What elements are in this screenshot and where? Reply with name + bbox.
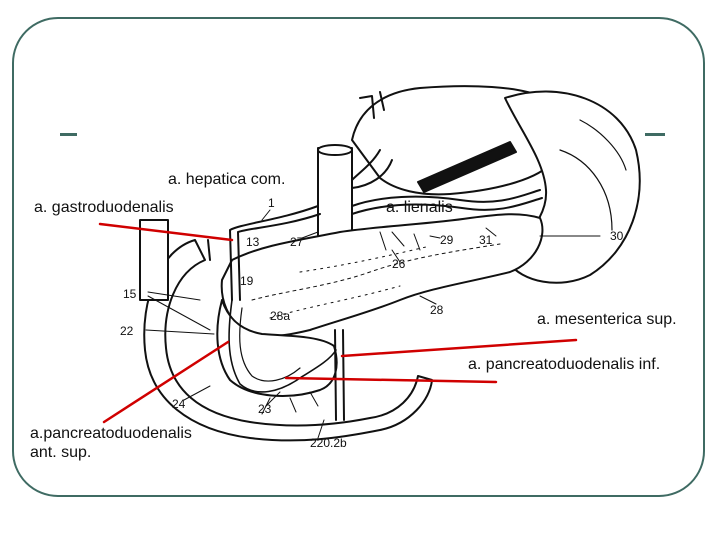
fig-number: 15: [123, 287, 137, 301]
fig-number: 28a: [270, 309, 290, 323]
fig-number: 19: [240, 274, 254, 288]
fig-number: 13: [246, 235, 260, 249]
superior-mesenteric-artery: [334, 329, 345, 421]
label-lienalis: a. lienalis: [386, 199, 453, 216]
fig-number: 30: [610, 229, 624, 243]
label-hepatica-com: a. hepatica com.: [168, 171, 286, 188]
splenic-artery: [351, 189, 541, 207]
fig-number: 28: [430, 303, 444, 317]
label-pancreatoduodenalis-inf: a. pancreatoduodenalis inf.: [468, 356, 661, 373]
fig-number: 26: [392, 257, 406, 271]
hepatic-artery: [229, 205, 319, 301]
pancreaticoduodenal-arcade: [228, 299, 337, 393]
label-line-1: a.pancreatoduodenalis: [30, 425, 192, 442]
label-mesenterica-sup: a. mesenterica sup.: [537, 311, 677, 328]
fig-number: 23: [258, 402, 272, 416]
pointer-gastroduodenalis: [98, 222, 234, 242]
fig-number: 24: [172, 397, 186, 411]
label-line-2: ant. sup.: [30, 444, 92, 461]
pointer-pancreatoduodenalis-ant: [102, 340, 230, 424]
fig-number: 220.2b: [310, 436, 347, 450]
left-dash-mark: [60, 133, 77, 136]
fig-number: 1: [268, 196, 275, 210]
label-gastroduodenalis: a. gastroduodenalis: [34, 199, 174, 216]
slide-frame: [12, 17, 705, 497]
fig-number: 22: [120, 324, 134, 338]
fig-number: 29: [440, 233, 454, 247]
right-dash-mark: [645, 133, 665, 136]
pointer-mesenterica: [340, 338, 578, 358]
fig-number: 27: [290, 235, 304, 249]
label-pancreatoduodenalis-ant-sup: a.pancreatoduodenalis ant. sup.: [30, 424, 192, 462]
fig-number: 31: [479, 233, 493, 247]
pancreas-head-outline: [216, 299, 338, 397]
pointer-pancreatoduodenalis-inf: [284, 376, 498, 384]
